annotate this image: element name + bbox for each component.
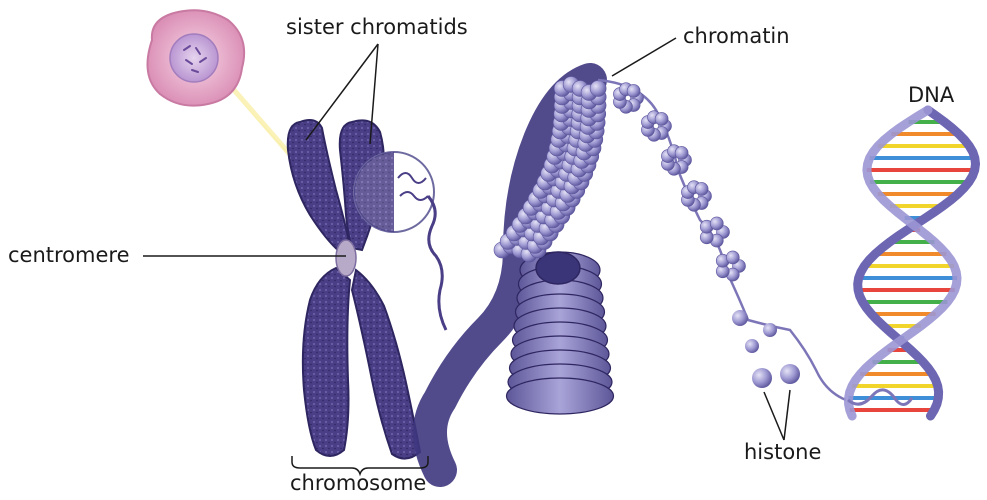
label-histone: histone: [744, 440, 821, 464]
solenoid-beads: [493, 76, 607, 263]
leader-lines: [143, 37, 791, 441]
nucleosome-bead: [674, 146, 689, 160]
nucleosome-bead: [694, 182, 709, 196]
rosette-beads: [613, 82, 746, 282]
coiled-fiber: [413, 63, 615, 487]
coil-ring: [505, 377, 615, 415]
label-chromosome: chromosome: [290, 471, 426, 495]
histone-beads: [732, 310, 800, 388]
dna-backbone: [853, 105, 981, 421]
magnifier-detail: [353, 151, 435, 233]
label-chromatin: chromatin: [683, 24, 790, 48]
nucleosome-bead: [654, 112, 669, 126]
nucleosome-bead: [709, 216, 724, 231]
nucleosome-bead: [725, 250, 740, 265]
cell-nucleus: [169, 33, 219, 83]
dna-backbone: [844, 105, 962, 421]
label-dna: DNA: [908, 83, 955, 107]
chromosome-brace: [291, 456, 429, 477]
chromosome-shape: [286, 119, 422, 460]
label-sister-chromatids: sister chromatids: [286, 15, 468, 39]
cell-icon: [146, 9, 246, 107]
dna-tail: [847, 388, 914, 406]
centromere-region: [335, 239, 357, 277]
nucleosome-bead: [589, 80, 607, 97]
coil-center: [535, 251, 581, 285]
nucleosome-bead: [626, 84, 641, 98]
dna-double-helix: [844, 105, 981, 421]
label-centromere: centromere: [8, 243, 130, 267]
chromatin-fiber-thin: [426, 195, 448, 331]
